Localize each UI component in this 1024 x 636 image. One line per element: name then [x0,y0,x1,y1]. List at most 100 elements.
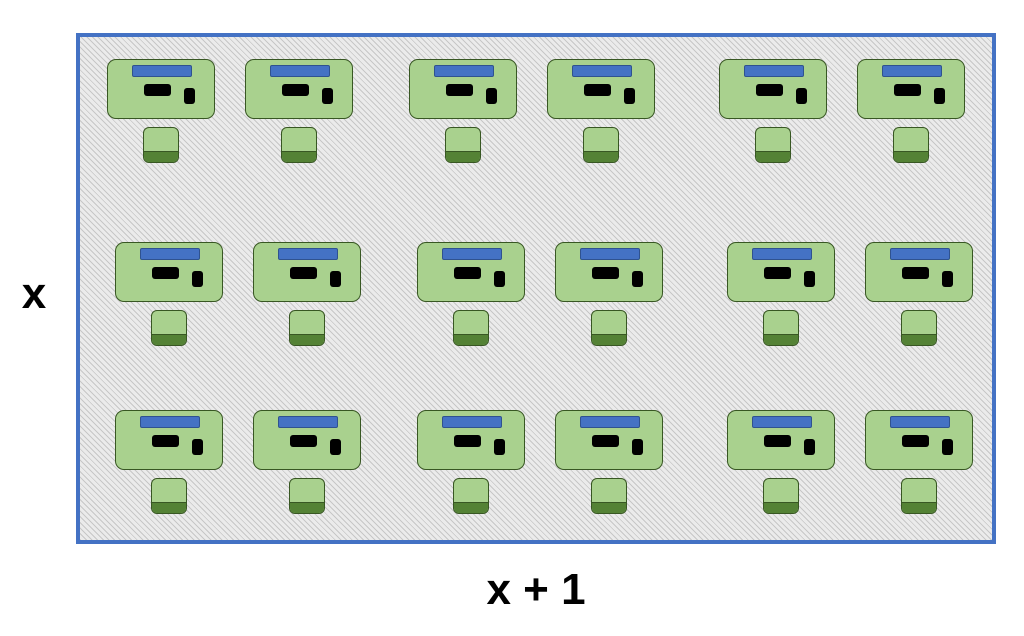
chair-icon [893,127,929,163]
mouse-icon [942,271,953,287]
desk [107,59,215,119]
monitor-icon [140,248,200,260]
chair-icon [453,478,489,514]
chair-back [290,502,324,513]
desk [727,410,835,470]
chair-icon [901,310,937,346]
chair-back [902,502,936,513]
desk [857,59,965,119]
mouse-icon [330,439,341,455]
chair-back [454,502,488,513]
mouse-icon [192,439,203,455]
chair-back [282,151,316,162]
chair-icon [591,478,627,514]
keyboard-icon [144,84,171,96]
keyboard-icon [902,435,929,447]
chair-icon [901,478,937,514]
chair-back [902,334,936,345]
workstation [409,59,519,164]
mouse-icon [632,271,643,287]
keyboard-icon [290,267,317,279]
workstation [115,242,225,347]
mouse-icon [804,439,815,455]
monitor-icon [132,65,192,77]
mouse-icon [796,88,807,104]
chair-back [144,151,178,162]
workstation [857,59,967,164]
desk [245,59,353,119]
mouse-icon [494,271,505,287]
keyboard-icon [894,84,921,96]
mouse-icon [934,88,945,104]
desk [547,59,655,119]
keyboard-icon [584,84,611,96]
workstation [865,410,975,515]
chair-back [592,334,626,345]
chair-icon [755,127,791,163]
monitor-icon [890,416,950,428]
chair-icon [151,478,187,514]
keyboard-icon [764,267,791,279]
desk [253,410,361,470]
desk [115,242,223,302]
chair-back [446,151,480,162]
keyboard-icon [152,267,179,279]
chair-icon [289,310,325,346]
mouse-icon [330,271,341,287]
workstation [253,410,363,515]
workstation [719,59,829,164]
desk [727,242,835,302]
chair-back [454,334,488,345]
desk [409,59,517,119]
chair-icon [289,478,325,514]
monitor-icon [434,65,494,77]
workstation [555,242,665,347]
chair-back [764,334,798,345]
desk [719,59,827,119]
chair-icon [281,127,317,163]
keyboard-icon [454,435,481,447]
keyboard-icon [592,267,619,279]
monitor-icon [140,416,200,428]
monitor-icon [442,248,502,260]
desk [555,410,663,470]
mouse-icon [494,439,505,455]
workstation [727,410,837,515]
workstation [555,410,665,515]
keyboard-icon [290,435,317,447]
monitor-icon [442,416,502,428]
chair-icon [453,310,489,346]
chair-back [152,502,186,513]
mouse-icon [486,88,497,104]
mouse-icon [632,439,643,455]
monitor-icon [580,248,640,260]
chair-back [290,334,324,345]
chair-icon [151,310,187,346]
keyboard-icon [764,435,791,447]
monitor-icon [572,65,632,77]
chair-back [764,502,798,513]
chair-icon [591,310,627,346]
monitor-icon [882,65,942,77]
monitor-icon [580,416,640,428]
mouse-icon [942,439,953,455]
chair-icon [763,310,799,346]
workstation [417,410,527,515]
workstation [727,242,837,347]
mouse-icon [804,271,815,287]
chair-icon [763,478,799,514]
room-width-label: x + 1 [486,565,586,614]
chair-back [894,151,928,162]
keyboard-icon [282,84,309,96]
desk [417,410,525,470]
mouse-icon [184,88,195,104]
workstation [107,59,217,164]
workstation [253,242,363,347]
chair-icon [583,127,619,163]
monitor-icon [752,416,812,428]
chair-back [756,151,790,162]
monitor-icon [890,248,950,260]
keyboard-icon [902,267,929,279]
keyboard-icon [592,435,619,447]
monitor-icon [752,248,812,260]
